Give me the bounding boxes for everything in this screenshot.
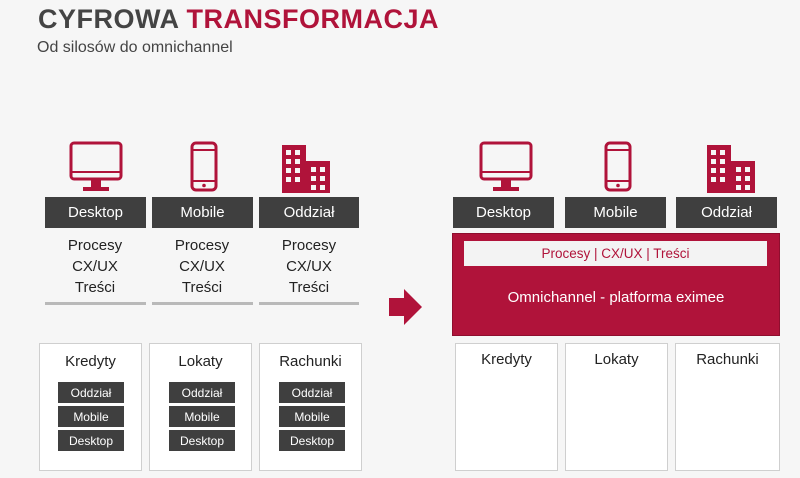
process-line: Treści	[74, 279, 116, 296]
process-column-1: Procesy CX/UX Treści	[46, 235, 144, 298]
page-title: CYFROWA TRANSFORMACJA	[38, 4, 439, 35]
arrow-right-icon	[389, 289, 422, 325]
smartphone-icon	[604, 141, 632, 192]
omnichannel-platform-panel: Procesy | CX/UX | Treści Omnichannel - p…	[452, 233, 780, 336]
product-title: Rachunki	[279, 353, 342, 370]
product-channel-button[interactable]: Oddział	[58, 382, 124, 403]
building-icon	[282, 145, 330, 193]
process-line: Treści	[288, 279, 330, 296]
platform-label: Omnichannel - platforma eximee	[507, 289, 725, 306]
product-box-lokaty: Lokaty	[565, 343, 668, 471]
process-column-3: Procesy CX/UX Treści	[260, 235, 358, 298]
product-title: Lokaty	[178, 353, 223, 370]
process-line: Procesy	[67, 237, 123, 254]
product-box-rachunki: Rachunki Oddział Mobile Desktop	[259, 343, 362, 471]
channel-branch-button[interactable]: Oddział	[676, 197, 777, 228]
process-line: CX/UX	[72, 258, 118, 275]
product-channel-button[interactable]: Desktop	[279, 430, 345, 451]
product-box-lokaty: Lokaty Oddział Mobile Desktop	[149, 343, 252, 471]
product-box-kredyty: Kredyty Oddział Mobile Desktop	[39, 343, 142, 471]
channel-desktop-button[interactable]: Desktop	[453, 197, 554, 228]
silo-divider	[259, 302, 359, 305]
title-part-2: TRANSFORMACJA	[186, 4, 439, 34]
platform-process-bar: Procesy | CX/UX | Treści	[464, 241, 767, 266]
product-channel-button[interactable]: Oddział	[169, 382, 235, 403]
channel-mobile-button[interactable]: Mobile	[152, 197, 253, 228]
channel-desktop-button[interactable]: Desktop	[45, 197, 146, 228]
product-channel-button[interactable]: Oddział	[279, 382, 345, 403]
product-channel-button[interactable]: Mobile	[279, 406, 345, 427]
product-box-rachunki: Rachunki	[675, 343, 780, 471]
product-title: Rachunki	[696, 351, 759, 368]
product-channel-button[interactable]: Desktop	[169, 430, 235, 451]
process-line: CX/UX	[179, 258, 225, 275]
product-channel-button[interactable]: Mobile	[58, 406, 124, 427]
process-line: CX/UX	[286, 258, 332, 275]
desktop-monitor-icon	[479, 141, 533, 191]
product-channel-button[interactable]: Mobile	[169, 406, 235, 427]
process-line: Treści	[181, 279, 223, 296]
channel-branch-button[interactable]: Oddział	[259, 197, 359, 228]
product-channel-button[interactable]: Desktop	[58, 430, 124, 451]
process-line: Procesy	[174, 237, 230, 254]
silo-divider	[152, 302, 253, 305]
title-part-1: CYFROWA	[38, 4, 187, 34]
smartphone-icon	[190, 141, 218, 192]
product-box-kredyty: Kredyty	[455, 343, 558, 471]
silo-divider	[45, 302, 146, 305]
product-title: Kredyty	[481, 351, 532, 368]
process-column-2: Procesy CX/UX Treści	[153, 235, 251, 298]
building-icon	[707, 145, 755, 193]
channel-mobile-button[interactable]: Mobile	[565, 197, 666, 228]
desktop-monitor-icon	[69, 141, 123, 191]
page-subtitle: Od silosów do omnichannel	[37, 39, 233, 56]
product-title: Kredyty	[65, 353, 116, 370]
process-line: Procesy	[281, 237, 337, 254]
product-title: Lokaty	[594, 351, 639, 368]
